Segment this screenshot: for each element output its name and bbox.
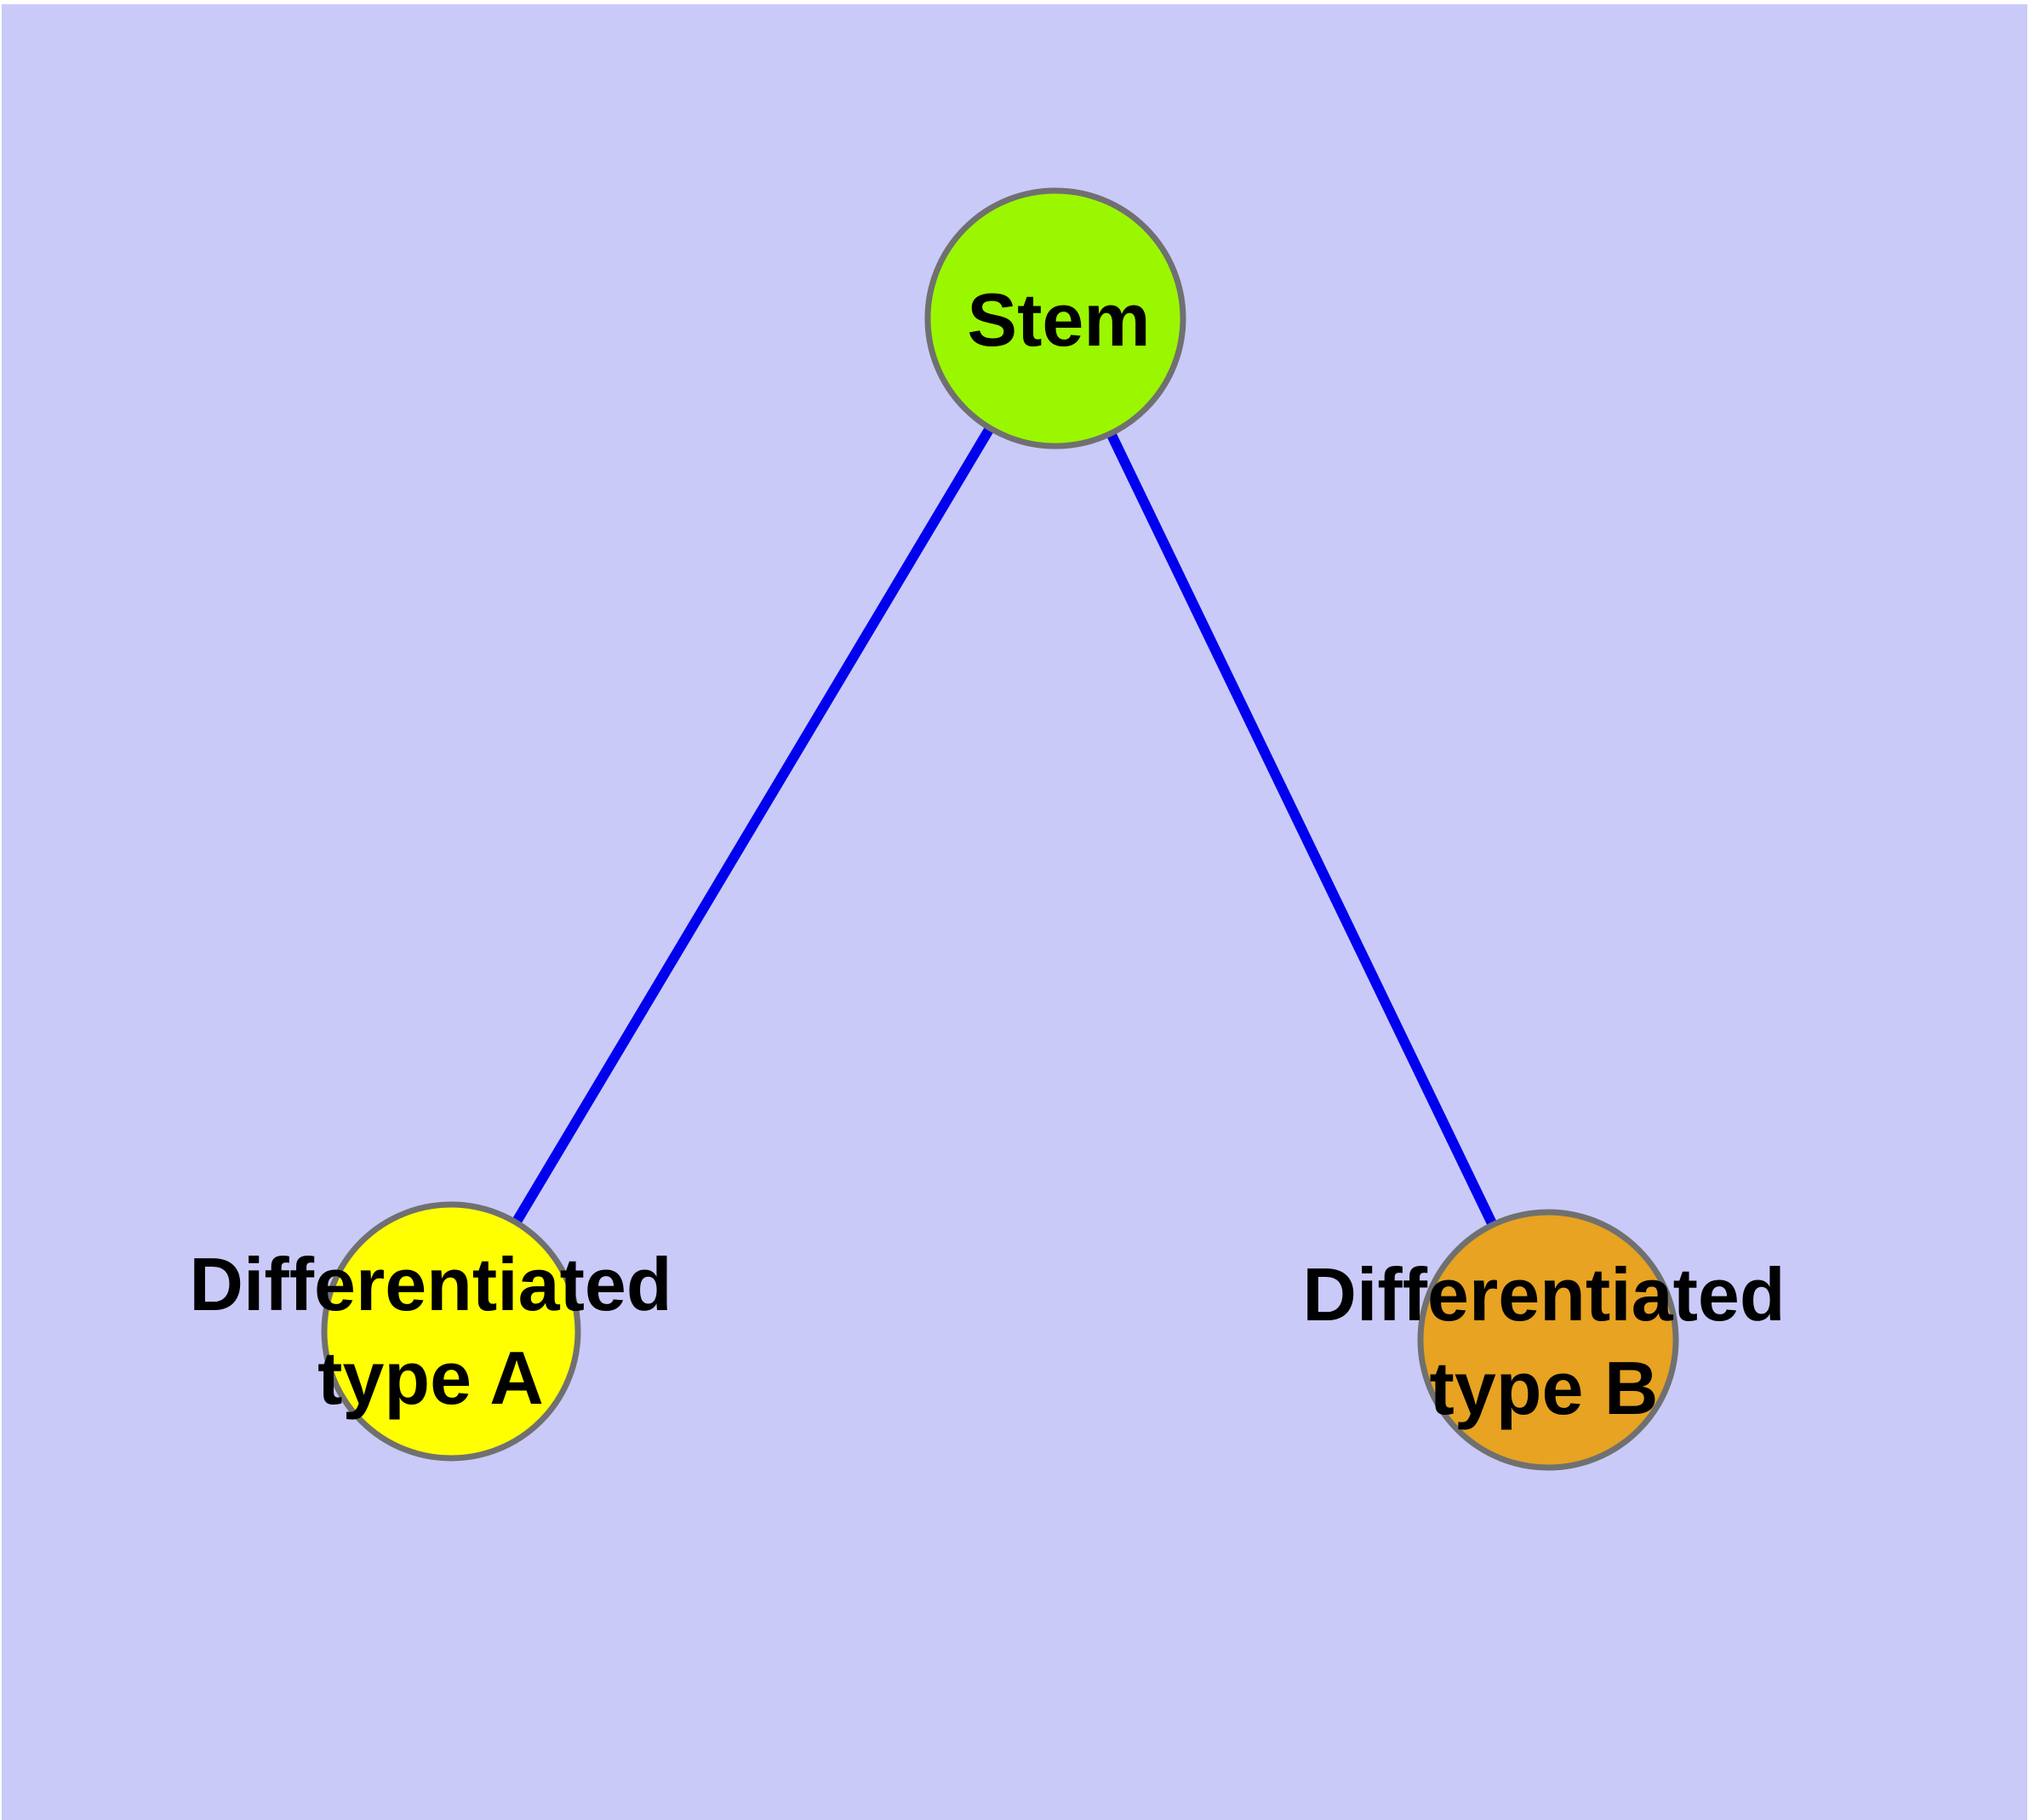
node-stem-circle [924,187,1186,449]
node-label-line: Stem [967,278,1151,362]
node-type-a-circle [321,1201,581,1462]
node-label-line: type A [317,1336,544,1420]
node-type-a-label: Differentiated type A [189,1238,672,1425]
edge-stem-to-type-b [1050,316,1553,1342]
node-label-line: Differentiated [189,1242,672,1326]
node-type-b-label: Differentiated type B [1302,1248,1785,1435]
node-stem-label: Stem [967,273,1150,367]
node-label-line: Differentiated [1302,1252,1786,1336]
node-label-line: type B [1429,1346,1659,1430]
node-type-b-circle [1417,1209,1679,1471]
edge-stem-to-type-a [446,315,1060,1335]
